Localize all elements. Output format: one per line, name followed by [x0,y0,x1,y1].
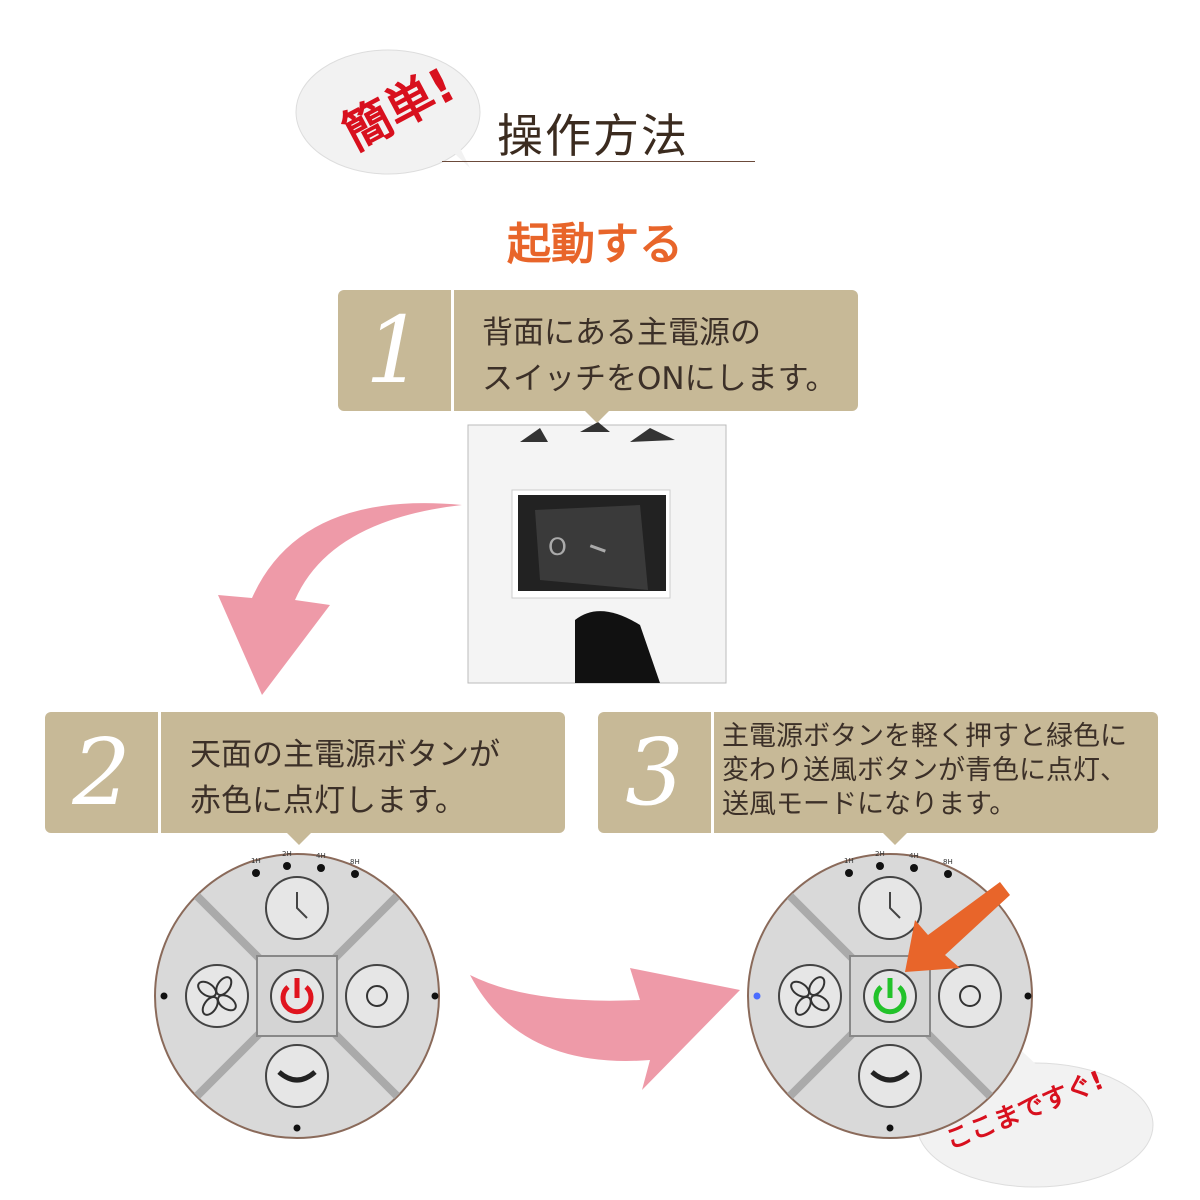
step-text: 背面にある主電源の スイッチをONにします。 [482,315,837,397]
step-number: 1 [338,290,454,411]
pointer [883,833,907,845]
switch-off-mark: O [548,533,567,561]
speech-bubble-top [295,49,481,175]
curved-arrow-down-left [218,503,462,695]
section-heading: 起動する [507,219,683,270]
step-3-box: 3 主電源ボタンを軽く押すと緑色に 変わり送風ボタンが青色に点灯、 送風モードに… [598,712,1158,845]
page-title: 操作方法 [497,109,689,163]
step-number: 2 [45,712,161,833]
pointer [287,833,311,845]
curved-arrow-right [470,968,740,1090]
title-underline [442,161,755,162]
step-text: 天面の主電源ボタンが 赤色に点灯します。 [190,737,500,819]
step-text: 主電源ボタンを軽く押すと緑色に 変わり送風ボタンが青色に点灯、 送風モードになり… [722,721,1127,820]
step-2-box: 2 天面の主電源ボタンが 赤色に点灯します。 [45,712,565,845]
step-1-box: 1 背面にある主電源の スイッチをONにします。 [338,290,858,423]
pointer [585,411,609,423]
power-switch-photo: O [467,422,727,684]
step-number: 3 [598,712,714,833]
